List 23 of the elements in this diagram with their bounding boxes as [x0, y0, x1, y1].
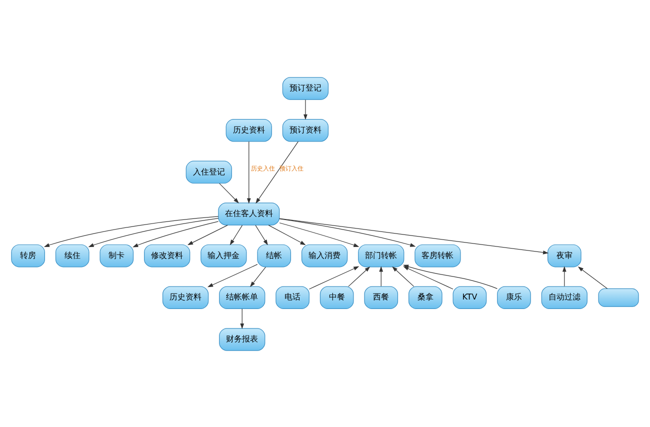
arrow — [348, 266, 370, 286]
arrow — [279, 222, 360, 246]
arrow — [187, 224, 228, 245]
arrow — [268, 224, 306, 245]
arrow — [219, 182, 239, 203]
arrow — [246, 140, 251, 204]
arrow — [255, 224, 268, 245]
arrow — [279, 218, 549, 254]
arrow — [578, 266, 608, 288]
arrow — [230, 224, 243, 245]
arrow — [304, 99, 308, 120]
arrow — [279, 218, 416, 246]
arrow — [308, 266, 360, 289]
arrow — [240, 308, 244, 329]
arrow — [132, 220, 219, 247]
arrow — [250, 266, 266, 287]
node-box — [598, 288, 639, 306]
arrow — [88, 217, 219, 247]
arrow — [44, 216, 219, 247]
arrow — [256, 140, 298, 204]
arrow — [379, 266, 384, 286]
arrow — [207, 264, 258, 287]
arrow — [562, 266, 566, 286]
